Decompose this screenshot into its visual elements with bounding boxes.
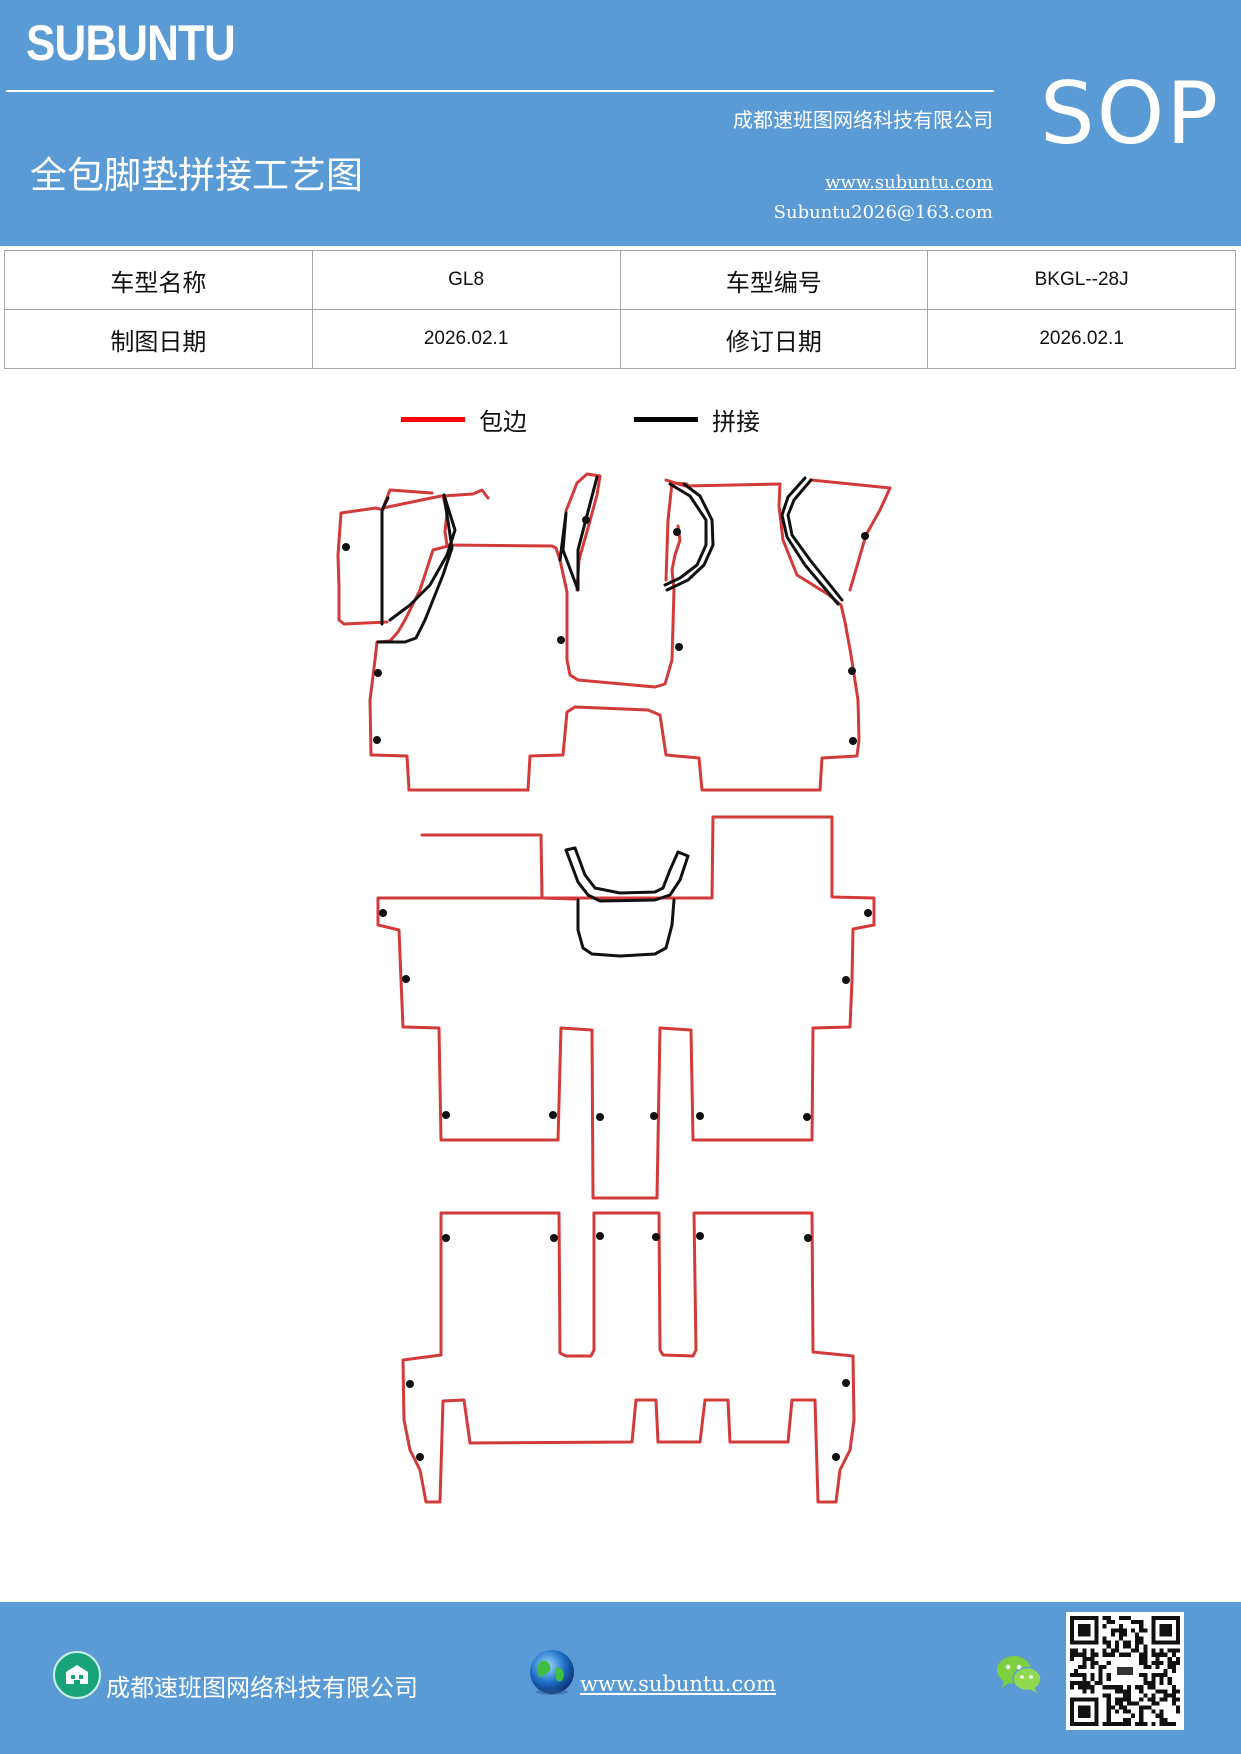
vehicle-info-table: 车型名称 GL8 车型编号 BKGL--28J 制图日期 2026.02.1 修… — [4, 250, 1236, 369]
middle-console-seam-outer — [564, 846, 690, 903]
model-name-value: GL8 — [311, 250, 621, 310]
snap-dot — [861, 532, 869, 540]
front-right-arc-seam — [663, 482, 715, 592]
model-name-label: 车型名称 — [4, 250, 313, 310]
legend-seam-label: 拼接 — [712, 408, 760, 436]
legend-edge: 包边 — [401, 402, 527, 437]
footer-banner: 成都速班图网络科技有限公司 www.subuntu.com — [0, 1602, 1241, 1754]
qr-code-icon — [1066, 1612, 1184, 1730]
snap-dot — [442, 1234, 450, 1242]
front-left-seam-inner — [376, 493, 454, 644]
draw-date-value: 2026.02.1 — [311, 309, 621, 369]
sop-badge: SOP — [1040, 64, 1221, 164]
header-banner: SUBUNTU 成都速班图网络科技有限公司 全包脚垫拼接工艺图 www.subu… — [0, 0, 1241, 246]
email-address: Subuntu2026@163.com — [773, 202, 993, 223]
snap-dot — [696, 1112, 704, 1120]
company-building-icon — [53, 1651, 101, 1699]
snap-dot — [549, 1111, 557, 1119]
brand-logo: SUBUNTU — [26, 15, 236, 71]
front-right-flap-edge — [809, 478, 892, 592]
snap-dot — [582, 516, 590, 524]
model-code-value: BKGL--28J — [927, 250, 1236, 310]
snap-dot — [596, 1113, 604, 1121]
snap-dot — [673, 528, 681, 536]
footer-company-name: 成都速班图网络科技有限公司 — [106, 1674, 418, 1702]
snap-dot — [406, 1380, 414, 1388]
wechat-icon[interactable] — [996, 1654, 1042, 1694]
middle-console-pocket-seam — [576, 898, 676, 958]
snap-dot — [442, 1111, 450, 1119]
snap-dot — [557, 636, 565, 644]
website-link[interactable]: www.subuntu.com — [825, 172, 993, 193]
snap-dot — [596, 1232, 604, 1240]
legend-seam-swatch — [634, 417, 698, 422]
front-center-seam — [558, 475, 599, 592]
snap-dot — [832, 1453, 840, 1461]
front-center-flap-edge — [564, 472, 602, 592]
snap-dot — [374, 669, 382, 677]
snap-dot — [373, 736, 381, 744]
front-right-corner-seam — [780, 476, 844, 606]
snap-dot — [848, 667, 856, 675]
legend-edge-label: 包边 — [479, 408, 527, 436]
globe-icon — [530, 1650, 574, 1695]
snap-dot — [550, 1234, 558, 1242]
snap-dot — [652, 1233, 660, 1241]
snap-dot — [803, 1113, 811, 1121]
floor-mat-pattern-drawing — [336, 472, 892, 1504]
front-right-side-edge — [664, 481, 689, 582]
snap-dot — [416, 1453, 424, 1461]
snap-dot — [804, 1234, 812, 1242]
snap-dot — [342, 543, 350, 551]
front-left-mat-edge — [368, 478, 861, 792]
header-company-name: 成都速班图网络科技有限公司 — [733, 108, 993, 132]
snap-dot — [650, 1112, 658, 1120]
snap-points — [342, 516, 872, 1461]
snap-dot — [696, 1232, 704, 1240]
snap-dot — [379, 909, 387, 917]
legend-seam: 拼接 — [634, 402, 760, 437]
rear-mat-edge — [401, 1211, 856, 1504]
front-left-seam-curve — [388, 493, 457, 622]
model-code-label: 车型编号 — [619, 250, 929, 310]
snap-dot — [842, 1379, 850, 1387]
draw-date-label: 制图日期 — [4, 309, 313, 369]
contact-block: www.subuntu.com Subuntu2026@163.com — [774, 168, 993, 228]
revise-date-value: 2026.02.1 — [927, 309, 1236, 369]
footer-website-link[interactable]: www.subuntu.com — [580, 1672, 776, 1696]
middle-mat-edge — [376, 815, 876, 1200]
table-row: 制图日期 2026.02.1 修订日期 2026.02.1 — [4, 309, 1236, 369]
snap-dot — [675, 643, 683, 651]
table-row: 车型名称 GL8 车型编号 BKGL--28J — [4, 250, 1236, 310]
header-divider — [6, 90, 994, 92]
snap-dot — [849, 737, 857, 745]
revise-date-label: 修订日期 — [619, 309, 929, 369]
middle-console-seam-inner — [573, 846, 680, 895]
snap-dot — [842, 976, 850, 984]
snap-dot — [864, 909, 872, 917]
legend-edge-swatch — [401, 417, 465, 422]
front-left-side-panel-edge — [336, 506, 389, 626]
snap-dot — [402, 975, 410, 983]
document-title: 全包脚垫拼接工艺图 — [30, 154, 363, 197]
